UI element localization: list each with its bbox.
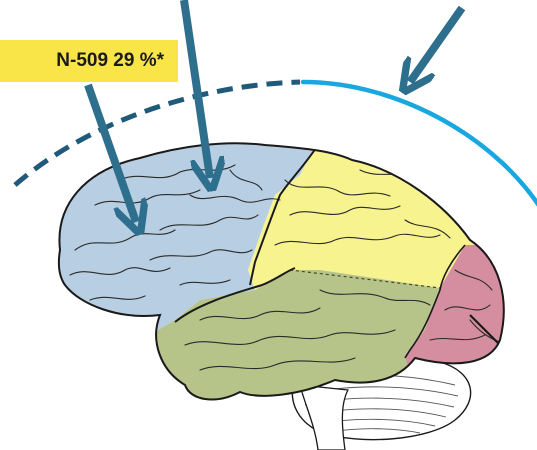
callout-label: N-509 29 %* <box>0 40 178 82</box>
callout-text: N-509 29 %* <box>56 50 164 72</box>
arrow-right-down <box>410 8 462 82</box>
